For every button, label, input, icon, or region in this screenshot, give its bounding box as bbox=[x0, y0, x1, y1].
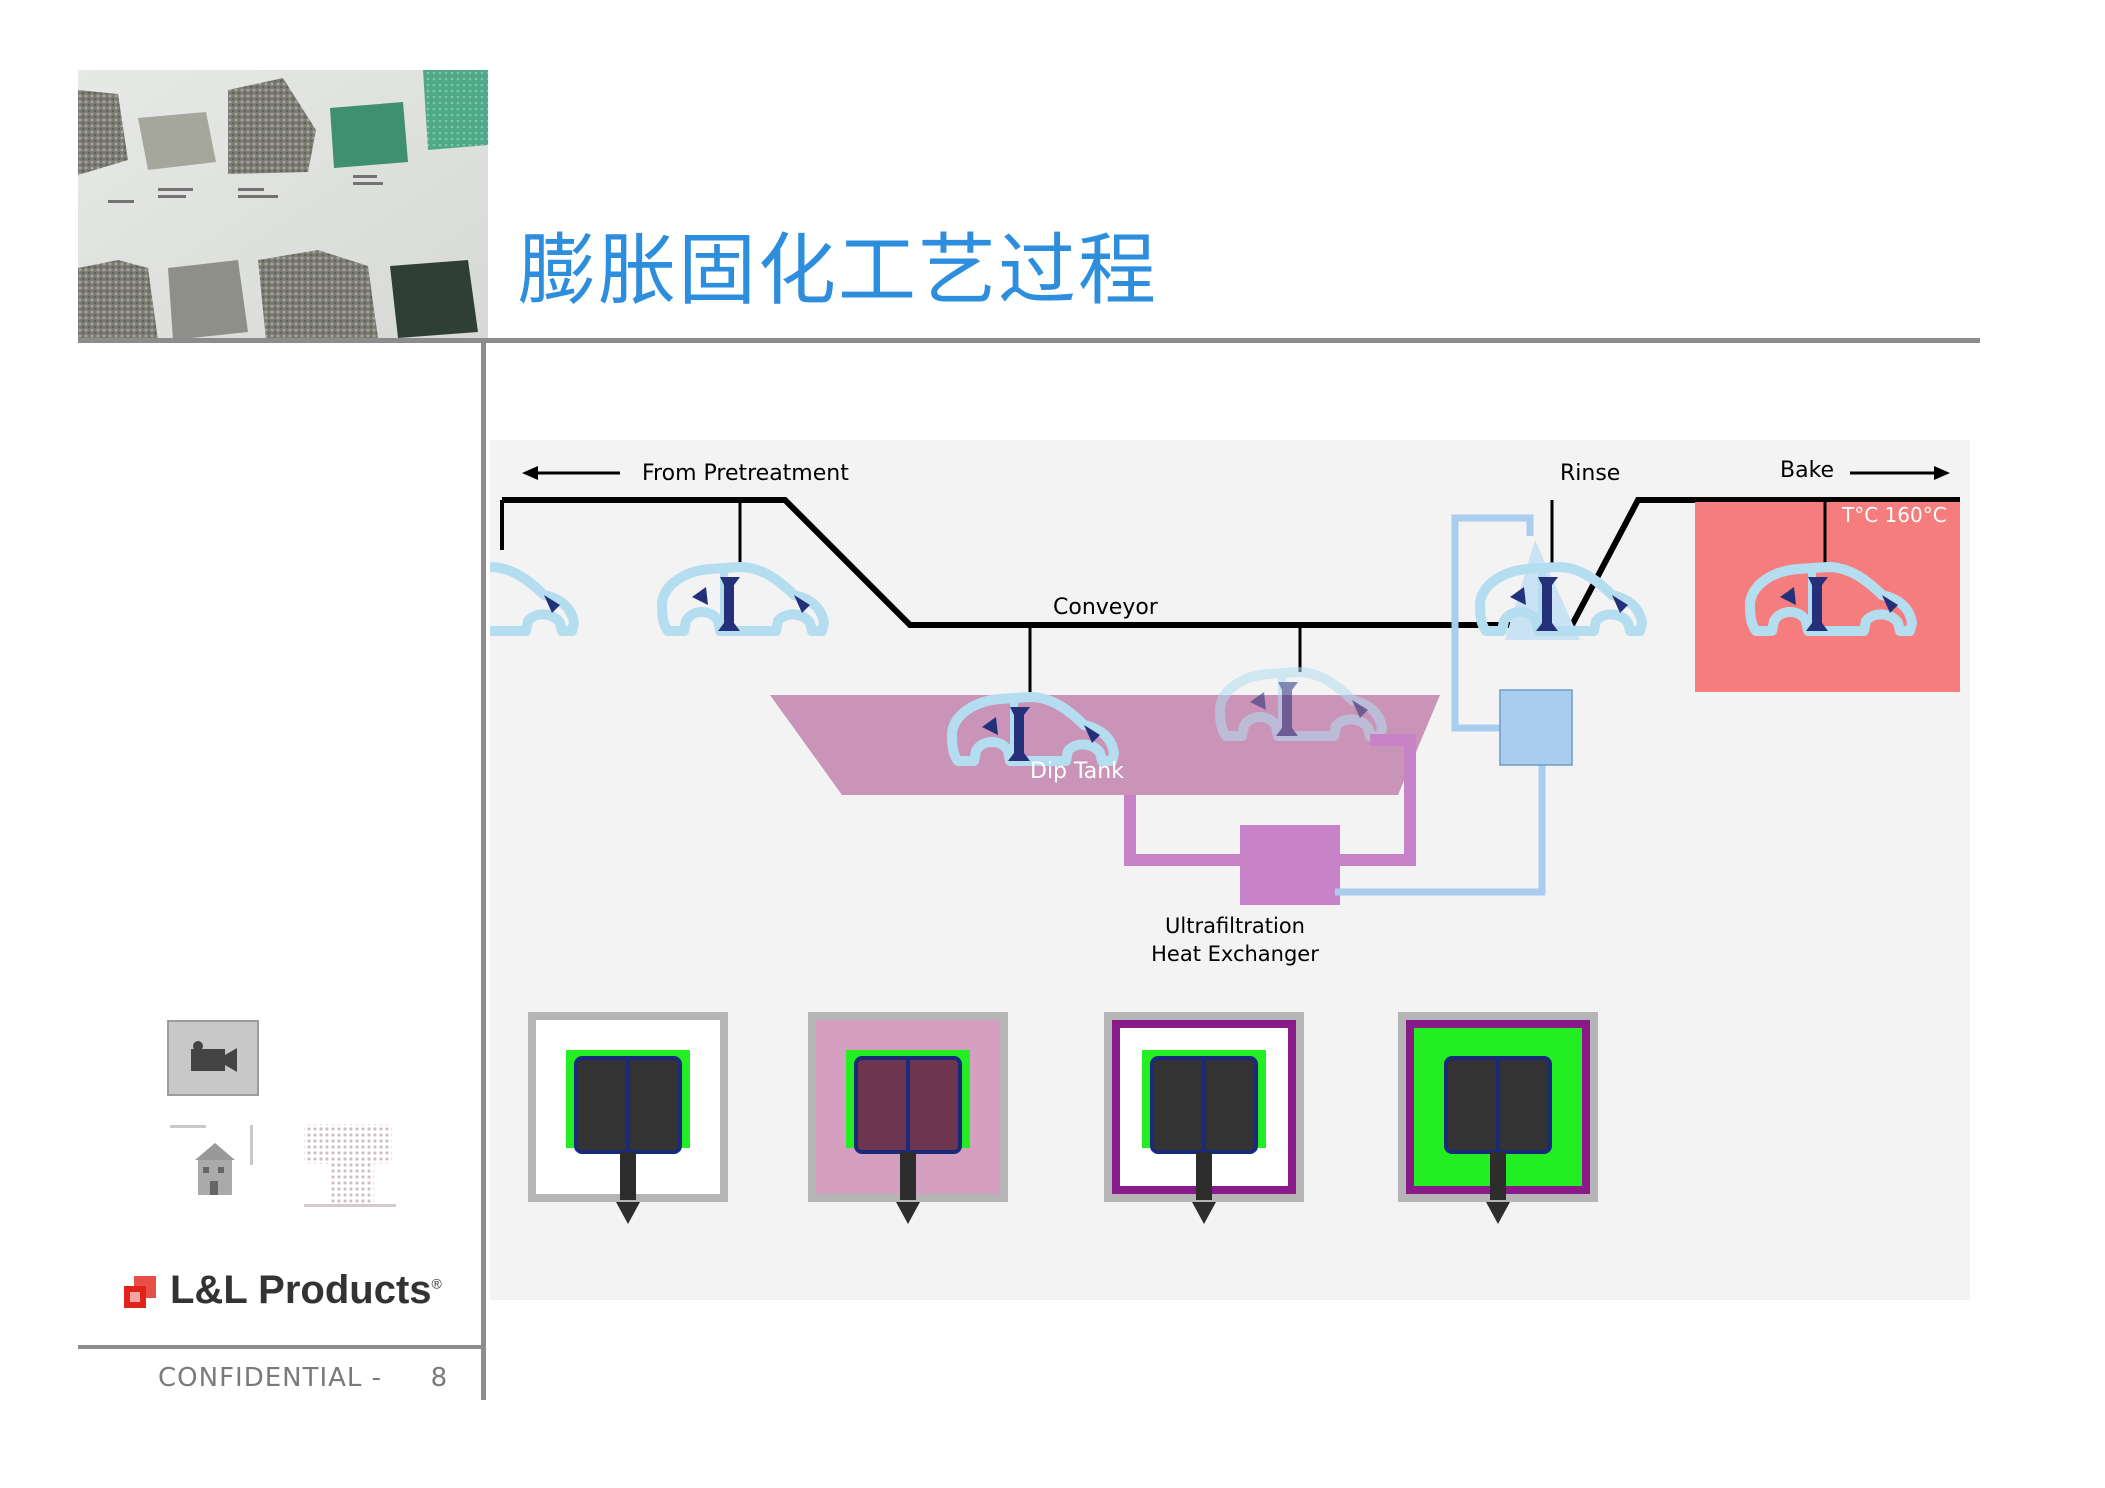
ultrafiltration-pipe bbox=[1124, 734, 1416, 866]
page-title: 膨胀固化工艺过程 bbox=[518, 226, 1159, 316]
conveyor-line bbox=[502, 497, 1960, 628]
sidebar-divider bbox=[481, 338, 486, 1400]
video-camera-icon bbox=[191, 1041, 237, 1072]
heat-exchanger-unit bbox=[1499, 689, 1573, 766]
label-bake: Bake bbox=[1780, 458, 1834, 483]
page-number: 8 bbox=[430, 1363, 449, 1393]
confidential-label: CONFIDENTIAL - bbox=[158, 1363, 383, 1393]
header-divider bbox=[78, 338, 1980, 343]
arrow-down-icon bbox=[896, 1202, 920, 1224]
label-rinse: Rinse bbox=[1560, 461, 1620, 486]
arrow-right-icon bbox=[1850, 466, 1950, 480]
footer: CONFIDENTIAL - 8 bbox=[158, 1363, 448, 1393]
video-camera-button[interactable] bbox=[167, 1020, 259, 1096]
label-from-pretreatment: From Pretreatment bbox=[642, 461, 849, 486]
header-photo-foam-samples bbox=[78, 70, 488, 340]
label-temperature: T°C 160°C bbox=[1841, 503, 1947, 527]
heat-exchanger-pipe bbox=[1335, 514, 1546, 896]
ultrafiltration-unit bbox=[1240, 825, 1340, 905]
label-heat-exchanger: Heat Exchanger bbox=[1151, 942, 1319, 966]
arrow-left-icon bbox=[522, 466, 620, 480]
arrow-down-icon bbox=[1192, 1202, 1216, 1224]
label-dip-tank: Dip Tank bbox=[1030, 759, 1124, 784]
dotted-grid-icon bbox=[304, 1124, 396, 1207]
company-logo-text: L&L Products® bbox=[170, 1268, 442, 1312]
house-icon bbox=[170, 1125, 253, 1195]
e-coat-process-diagram: From Pretreatment Conveyor Rinse Bake T°… bbox=[490, 440, 1970, 1300]
ll-products-logo-icon bbox=[124, 1276, 156, 1308]
label-ultrafiltration: Ultrafiltration bbox=[1165, 914, 1305, 938]
bake-oven bbox=[1695, 502, 1960, 692]
arrow-down-icon bbox=[616, 1202, 640, 1224]
arrow-down-icon bbox=[1486, 1202, 1510, 1224]
footer-divider bbox=[78, 1345, 486, 1349]
label-conveyor: Conveyor bbox=[1053, 595, 1159, 620]
